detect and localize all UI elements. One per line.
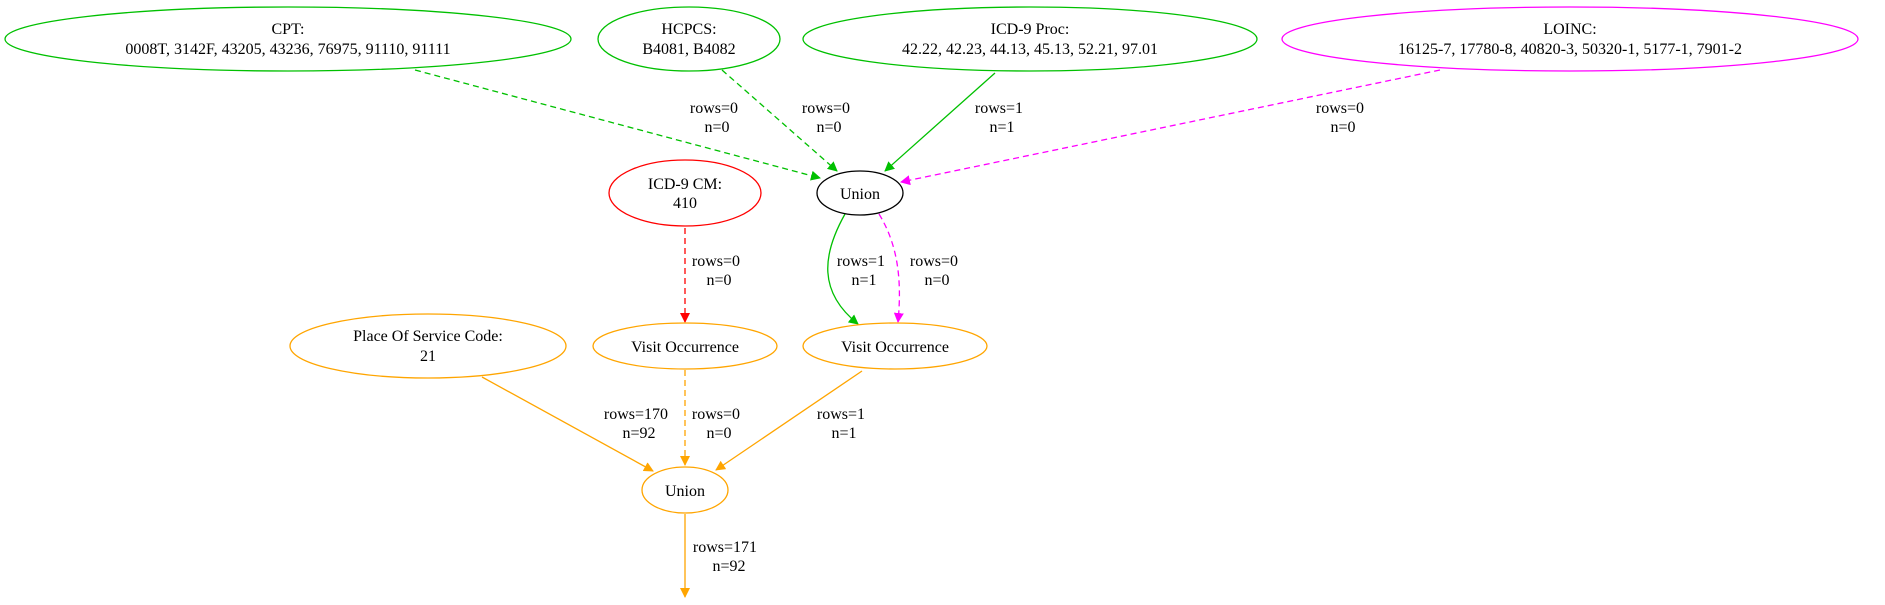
node-title: HCPCS: — [661, 21, 716, 38]
node-title: Union — [665, 483, 705, 500]
edge-rows-label: rows=0 — [692, 406, 740, 423]
edge-cpt-to-union: rows=0 n=0 — [414, 69, 821, 181]
edge-hcpcs-to-union: rows=0 n=0 — [721, 69, 850, 172]
node-title: Visit Occurrence — [631, 339, 739, 356]
node-visit-occurrence: Visit Occurrence — [802, 322, 988, 370]
node-codes: 42.22, 42.23, 44.13, 45.13, 52.21, 97.01 — [902, 41, 1158, 58]
node-codes: 410 — [673, 195, 697, 212]
edge-loinc-to-union: rows=0 n=0 — [900, 69, 1441, 186]
edge-icd9cm-to-visit: rows=0 n=0 — [680, 228, 740, 323]
node-cpt: CPT: 0008T, 3142F, 43205, 43236, 76975, … — [4, 6, 572, 72]
node-codes: 21 — [420, 348, 436, 365]
edge-rows-label: rows=0 — [690, 100, 738, 117]
edge-rows-label: rows=1 — [837, 253, 885, 270]
edge-n-label: n=1 — [989, 119, 1014, 136]
edge-union-to-visit-magenta: rows=0 n=0 — [878, 213, 958, 323]
edge-visit-to-union: rows=0 n=0 — [680, 370, 740, 466]
node-codes: B4081, B4082 — [642, 41, 735, 58]
edge-n-label: n=0 — [706, 425, 731, 442]
edge-rows-label: rows=0 — [802, 100, 850, 117]
node-loinc: LOINC: 16125-7, 17780-8, 40820-3, 50320-… — [1281, 6, 1859, 72]
node-icd9-cm: ICD-9 CM: 410 — [608, 159, 762, 227]
node-codes: 0008T, 3142F, 43205, 43236, 76975, 91110… — [125, 41, 450, 58]
node-hcpcs: HCPCS: B4081, B4082 — [597, 6, 781, 72]
node-place-of-service: Place Of Service Code: 21 — [289, 313, 567, 379]
node-title: Union — [840, 186, 880, 203]
edge-visit-to-union: rows=1 n=1 — [715, 370, 865, 471]
node-title: CPT: — [272, 21, 305, 38]
node-codes: 16125-7, 17780-8, 40820-3, 50320-1, 5177… — [1398, 41, 1742, 58]
node-union-codes: Union — [816, 170, 904, 216]
node-title: LOINC: — [1543, 21, 1596, 38]
node-union-final: Union — [641, 466, 729, 514]
edge-n-label: n=0 — [1330, 119, 1355, 136]
edge-rows-label: rows=1 — [975, 100, 1023, 117]
edge-n-label: n=1 — [851, 272, 876, 289]
edge-rows-label: rows=0 — [910, 253, 958, 270]
edge-n-label: n=0 — [816, 119, 841, 136]
edge-rows-label: rows=0 — [1316, 100, 1364, 117]
node-title: Visit Occurrence — [841, 339, 949, 356]
edge-pos-to-union: rows=170 n=92 — [481, 376, 668, 472]
edge-n-label: n=0 — [706, 272, 731, 289]
edge-n-label: n=0 — [704, 119, 729, 136]
edge-n-label: n=92 — [622, 425, 655, 442]
node-icd9-proc: ICD-9 Proc: 42.22, 42.23, 44.13, 45.13, … — [802, 6, 1258, 72]
edge-icd9proc-to-union: rows=1 n=1 — [884, 72, 1023, 172]
node-title: ICD-9 CM: — [648, 176, 722, 193]
edge-rows-label: rows=171 — [693, 539, 757, 556]
edge-n-label: n=0 — [924, 272, 949, 289]
edge-n-label: n=92 — [712, 558, 745, 575]
edge-rows-label: rows=1 — [817, 406, 865, 423]
edge-rows-label: rows=0 — [692, 253, 740, 270]
node-visit-occurrence: Visit Occurrence — [592, 322, 778, 370]
edge-union-to-visit-green: rows=1 n=1 — [827, 213, 885, 325]
node-title: ICD-9 Proc: — [991, 21, 1070, 38]
edge-rows-label: rows=170 — [604, 406, 668, 423]
node-title: Place Of Service Code: — [353, 328, 503, 345]
edge-union-output: rows=171 n=92 — [680, 514, 757, 598]
edge-n-label: n=1 — [831, 425, 856, 442]
